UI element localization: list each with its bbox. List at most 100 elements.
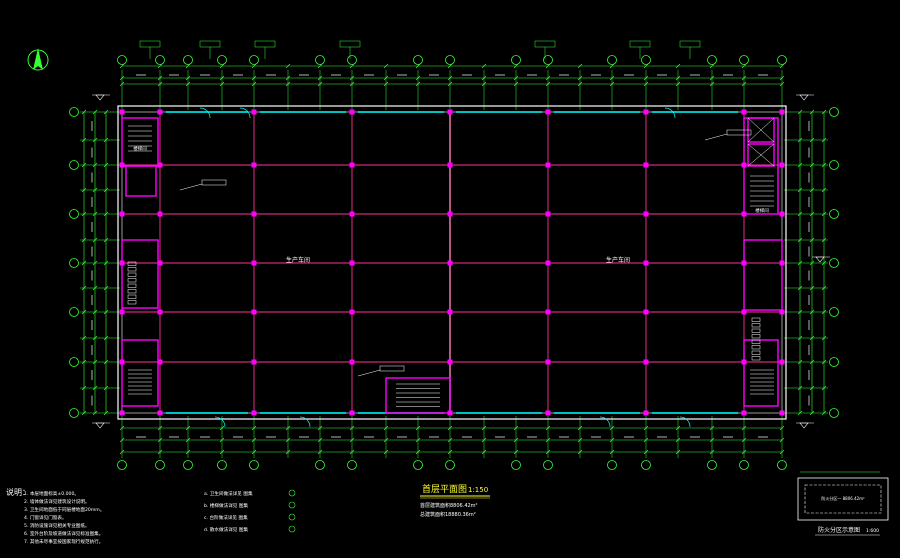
- dim-tick: [545, 75, 551, 81]
- dim-tick: [675, 81, 681, 87]
- column: [741, 309, 747, 315]
- dim-tick: [481, 437, 487, 443]
- toilet-fixture-icon: [127, 267, 137, 272]
- dim-tick: [157, 425, 163, 431]
- dim-tick: [285, 81, 291, 87]
- dim-tick: [81, 260, 87, 266]
- dim-tick: [779, 437, 785, 443]
- dim-tick: [119, 425, 125, 431]
- axis-bubble-right: [829, 307, 839, 317]
- dim-tick: [643, 449, 649, 455]
- column: [643, 410, 649, 416]
- axis-bubble-top: [183, 55, 193, 65]
- axis-bubble-right: [829, 258, 839, 268]
- callout-leader: [179, 183, 203, 191]
- notes-header: 说明：: [6, 487, 30, 497]
- toilet-fixture-icon: [127, 300, 137, 305]
- dim-tick: [643, 437, 649, 443]
- dim-tick: [481, 63, 487, 69]
- dim-tick: [317, 437, 323, 443]
- dim-tick: [577, 81, 583, 87]
- door-swing-icon: [199, 107, 211, 119]
- elevator-cross-icon: [747, 143, 775, 167]
- callout-box-top: [534, 40, 556, 48]
- dim-tick: [741, 75, 747, 81]
- dim-tick: [103, 385, 109, 391]
- axis-bubble-left: [69, 209, 79, 219]
- dim-tick: [809, 187, 815, 193]
- dim-tick: [513, 81, 519, 87]
- dim-tick: [383, 75, 389, 81]
- drawing-scale: 1:150: [468, 486, 488, 494]
- dim-tick: [103, 137, 109, 143]
- column: [779, 309, 785, 315]
- legend-line: c. 台阶做法详见 图集: [204, 514, 248, 521]
- dim-tick: [92, 385, 98, 391]
- dim-tick: [415, 425, 421, 431]
- column: [157, 309, 163, 315]
- toilet-fixture-icon: [127, 289, 137, 294]
- dim-tick: [157, 81, 163, 87]
- dim-tick: [219, 437, 225, 443]
- toilet-fixture-icon: [751, 350, 761, 355]
- callout-box: [201, 179, 227, 186]
- dim-tick: [81, 285, 87, 291]
- dim-tick: [481, 449, 487, 455]
- dim-tick: [92, 260, 98, 266]
- dim-tick: [81, 410, 87, 416]
- dim-tick: [92, 237, 98, 243]
- dim-tick: [797, 309, 803, 315]
- hall-label-right: 生产车间: [606, 256, 630, 264]
- dim-tick: [709, 449, 715, 455]
- column: [119, 211, 125, 217]
- dim-tick: [103, 237, 109, 243]
- axis-bubble-left: [69, 258, 79, 268]
- dim-tick: [92, 162, 98, 168]
- dim-tick: [809, 162, 815, 168]
- callout-box-top: [199, 40, 221, 48]
- dim-tick: [92, 309, 98, 315]
- callout-box: [726, 129, 752, 136]
- dim-tick: [809, 335, 815, 341]
- dim-tick: [81, 385, 87, 391]
- dim-tick: [157, 449, 163, 455]
- axis-bubble-top: [347, 55, 357, 65]
- elevation-marker-icon: [799, 422, 809, 429]
- dim-tick: [92, 410, 98, 416]
- axis-bubble-top: [413, 55, 423, 65]
- axis-bubble-bottom: [445, 460, 455, 470]
- door-swing-icon: [599, 416, 611, 428]
- notes-list: 1. 本层地面标高±0.000。2. 墙体做法详见建筑设计说明。3. 卫生间地面…: [24, 490, 104, 545]
- note-line: 5. 消防设施详见相关专业图纸。: [24, 522, 90, 529]
- dim-tick: [779, 75, 785, 81]
- door-swing-icon: [214, 416, 226, 428]
- dim-tick: [675, 75, 681, 81]
- dim-tick: [709, 437, 715, 443]
- axis-bubble-bottom: [543, 460, 553, 470]
- stair-label-right: 楼梯间: [755, 207, 769, 214]
- dim-tick: [185, 425, 191, 431]
- column-grid: [119, 109, 785, 416]
- dim-tick: [577, 63, 583, 69]
- hall-label-left: 生产车间: [286, 256, 310, 264]
- dim-tick: [797, 237, 803, 243]
- column: [779, 359, 785, 365]
- outer-wall: [117, 105, 787, 420]
- column: [545, 260, 551, 266]
- dim-tick: [285, 449, 291, 455]
- dim-tick: [92, 211, 98, 217]
- dim-tick: [383, 449, 389, 455]
- dimension-lines: [80, 63, 828, 458]
- column: [643, 309, 649, 315]
- dim-tick: [119, 437, 125, 443]
- legend-symbol-icon: [288, 501, 296, 509]
- detail-label: 防火分区一 8806.42m²: [821, 495, 865, 501]
- dim-tick: [821, 109, 827, 115]
- dim-tick: [797, 109, 803, 115]
- callout-box-top: [629, 40, 651, 48]
- dim-tick: [92, 285, 98, 291]
- dim-tick: [81, 237, 87, 243]
- dim-tick: [185, 81, 191, 87]
- note-line: 2. 墙体做法详见建筑设计说明。: [24, 498, 90, 505]
- dim-tick: [219, 75, 225, 81]
